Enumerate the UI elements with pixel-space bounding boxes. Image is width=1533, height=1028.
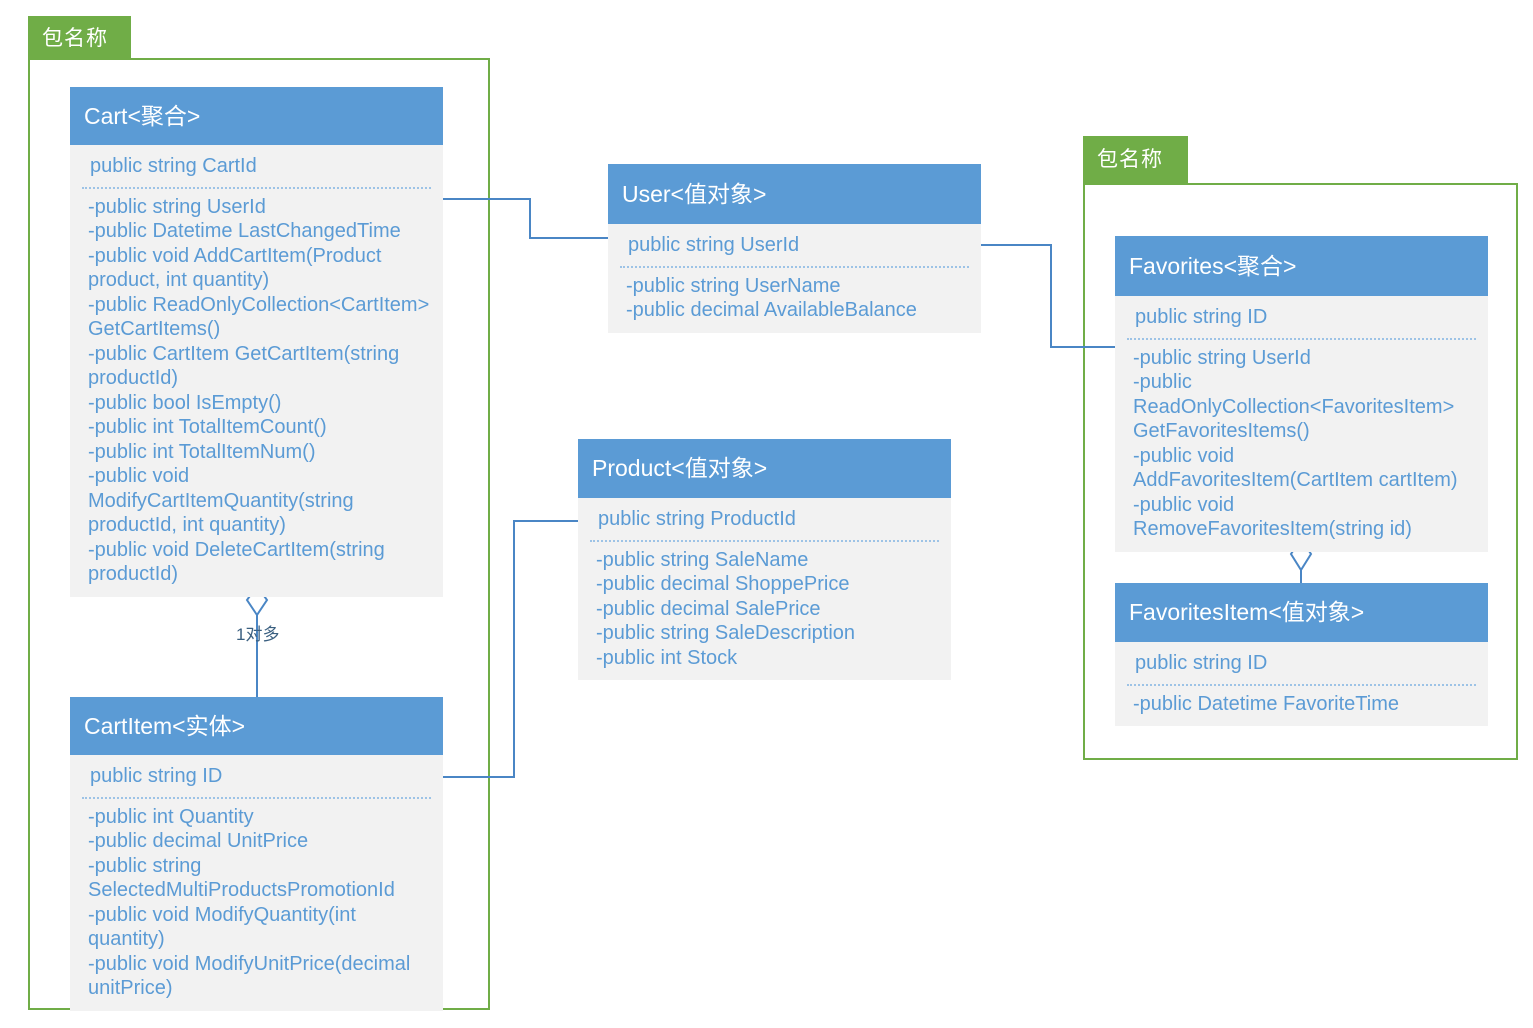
class-favorites-attributes: public string ID <box>1115 296 1488 338</box>
operation-row: -public void RemoveFavoritesItem(string … <box>1133 493 1412 541</box>
operation-row: -public int Stock <box>596 646 738 669</box>
class-favoritesitem-body: public string ID -public Datetime Favori… <box>1115 642 1488 726</box>
class-cartitem-header: CartItem<实体> <box>70 697 443 755</box>
class-favoritesitem-header: FavoritesItem<值对象> <box>1115 583 1488 642</box>
class-favoritesitem-operations: -public Datetime FavoriteTime <box>1115 686 1488 727</box>
operation-row: -public int Quantity <box>88 805 254 828</box>
class-product-separator <box>590 539 939 542</box>
class-cartitem-body: public string ID -public int Quantity -p… <box>70 755 443 1011</box>
operation-row: -public CartItem GetCartItem(string prod… <box>88 342 400 390</box>
class-favoritesitem-title: FavoritesItem<值对象> <box>1129 599 1365 625</box>
class-product-header: Product<值对象> <box>578 439 951 498</box>
operation-row: -public decimal SalePrice <box>596 597 821 620</box>
package-right-tab[interactable]: 包名称 <box>1083 136 1188 183</box>
attribute-row: public string ProductId <box>598 508 796 530</box>
class-favoritesitem-separator <box>1127 683 1476 686</box>
class-cart[interactable]: Cart<聚合> public string CartId -public st… <box>70 87 443 597</box>
operation-row: -public int TotalItemCount() <box>88 416 327 438</box>
class-product-attributes: public string ProductId <box>578 498 951 540</box>
class-favorites-header: Favorites<聚合> <box>1115 236 1488 296</box>
class-cartitem-operations: -public int Quantity -public decimal Uni… <box>70 799 443 1011</box>
operation-row: -public Datetime FavoriteTime <box>1133 692 1400 715</box>
package-left-label: 包名称 <box>42 26 108 50</box>
operation-row: -public void ModifyUnitPrice(decimal uni… <box>88 952 411 1000</box>
class-cart-separator <box>82 186 431 189</box>
edge-label-cart-cartitem: 1对多 <box>236 625 280 644</box>
class-cart-body: public string CartId -public string User… <box>70 145 443 597</box>
operation-row: -public void AddFavoritesItem(CartItem c… <box>1133 444 1458 492</box>
class-user-attributes: public string UserId <box>608 224 981 266</box>
operation-row: -public string SaleName <box>596 548 809 571</box>
operation-row: -public int TotalItemNum() <box>88 440 316 463</box>
class-cart-attributes: public string CartId <box>70 145 443 187</box>
class-favoritesitem-attributes: public string ID <box>1115 642 1488 684</box>
attribute-row: public string ID <box>1135 652 1268 674</box>
class-cartitem-title: CartItem<实体> <box>84 712 246 739</box>
class-user-body: public string UserId -public string User… <box>608 224 981 333</box>
class-user-header: User<值对象> <box>608 164 981 224</box>
class-user-operations: -public string UserName -public decimal … <box>608 268 981 333</box>
package-left-tab[interactable]: 包名称 <box>28 16 131 60</box>
class-product-body: public string ProductId -public string S… <box>578 498 951 680</box>
class-product[interactable]: Product<值对象> public string ProductId -pu… <box>578 439 951 680</box>
package-right[interactable] <box>1083 183 1518 760</box>
class-user-separator <box>620 265 969 268</box>
class-favoritesitem[interactable]: FavoritesItem<值对象> public string ID -pub… <box>1115 583 1488 726</box>
operation-row: -public ReadOnlyCollection<CartItem> Get… <box>88 293 430 341</box>
operation-row: -public decimal ShoppePrice <box>596 573 850 595</box>
operation-row: -public string UserId <box>88 195 266 218</box>
operation-row: -public ReadOnlyCollection<FavoritesItem… <box>1133 371 1455 442</box>
operation-row: -public void DeleteCartItem(string produ… <box>88 538 385 586</box>
class-user-title: User<值对象> <box>622 180 767 207</box>
class-cart-title: Cart<聚合> <box>84 102 201 129</box>
class-cartitem-separator <box>82 796 431 799</box>
attribute-row: public string ID <box>1135 306 1268 328</box>
operation-row: -public string UserId <box>1133 346 1311 369</box>
class-cartitem[interactable]: CartItem<实体> public string ID -public in… <box>70 697 443 1011</box>
operation-row: -public string UserName <box>626 274 841 297</box>
class-product-operations: -public string SaleName -public decimal … <box>578 542 951 681</box>
class-user[interactable]: User<值对象> public string UserId -public s… <box>608 164 981 333</box>
operation-row: -public decimal AvailableBalance <box>626 299 917 321</box>
class-cart-operations: -public string UserId -public Datetime L… <box>70 189 443 597</box>
class-product-title: Product<值对象> <box>592 455 768 481</box>
class-cartitem-attributes: public string ID <box>70 755 443 797</box>
operation-row: -public void AddCartItem(Product product… <box>88 244 382 292</box>
attribute-row: public string ID <box>90 765 223 787</box>
operation-row: -public void ModifyQuantity(int quantity… <box>88 903 356 951</box>
operation-row: -public void ModifyCartItemQuantity(stri… <box>88 465 354 536</box>
class-favorites-operations: -public string UserId -public ReadOnlyCo… <box>1115 340 1488 552</box>
operation-row: -public string SaleDescription <box>596 622 856 644</box>
operation-row: -public Datetime LastChangedTime <box>88 220 401 242</box>
class-cart-header: Cart<聚合> <box>70 87 443 145</box>
operation-row: -public decimal UnitPrice <box>88 830 309 852</box>
attribute-row: public string UserId <box>628 234 800 256</box>
class-favorites-title: Favorites<聚合> <box>1129 252 1297 279</box>
attribute-row: public string CartId <box>90 155 257 177</box>
class-favorites-separator <box>1127 337 1476 340</box>
class-favorites-body: public string ID -public string UserId -… <box>1115 296 1488 552</box>
operation-row: -public string SelectedMultiProductsProm… <box>88 854 395 902</box>
operation-row: -public bool IsEmpty() <box>88 391 282 414</box>
package-right-label: 包名称 <box>1097 148 1163 171</box>
class-favorites[interactable]: Favorites<聚合> public string ID -public s… <box>1115 236 1488 552</box>
